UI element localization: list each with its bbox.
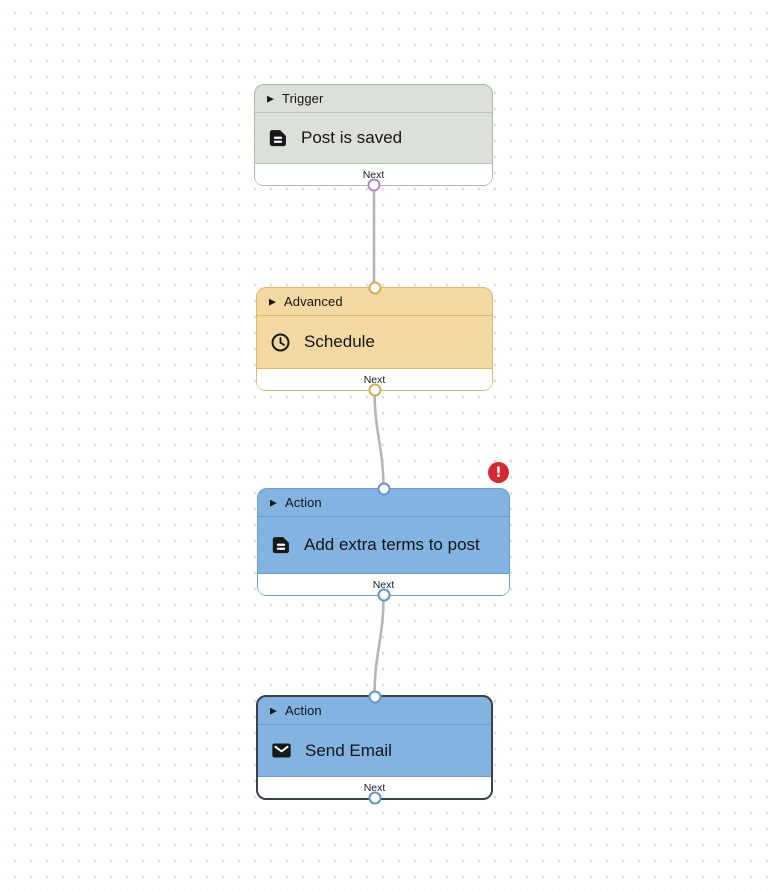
document-icon	[271, 535, 291, 555]
next-port-label: Next	[372, 578, 395, 591]
edge-schedule-to-action1[interactable]	[373, 389, 385, 490]
clock-icon	[270, 332, 291, 353]
next-port-label: Next	[363, 781, 386, 794]
output-port[interactable]	[377, 588, 390, 602]
node-footer: Next	[258, 776, 491, 798]
output-port[interactable]	[368, 791, 381, 805]
node-body[interactable]: Post is saved	[255, 113, 492, 163]
node-category-label: Advanced	[284, 294, 343, 309]
collapse-arrow-icon[interactable]: ▶	[270, 705, 278, 716]
document-icon	[268, 128, 288, 148]
node-header[interactable]: ▶ Action	[258, 697, 491, 725]
node-footer: Next	[257, 368, 492, 390]
node-body[interactable]: Send Email	[258, 725, 491, 776]
node-body[interactable]: Schedule	[257, 316, 492, 368]
node-title: Schedule	[304, 332, 375, 351]
node-action-send-email[interactable]: ▶ Action Send Email Next	[256, 690, 493, 805]
node-trigger-post-is-saved[interactable]: ▶ Trigger Post is saved Next	[254, 84, 493, 192]
node-title: Add extra terms to post	[304, 535, 480, 554]
email-icon	[271, 740, 292, 761]
node-footer: Next	[255, 163, 492, 185]
node-title: Send Email	[305, 740, 392, 760]
node-advanced-schedule[interactable]: ▶ Advanced Schedule Next	[256, 281, 493, 397]
error-badge[interactable]: !	[488, 462, 509, 483]
input-port[interactable]	[368, 690, 381, 704]
node-footer: Next	[258, 573, 509, 595]
node-header[interactable]: ▶ Trigger	[255, 85, 492, 113]
next-port-label: Next	[363, 373, 386, 386]
edge-action1-to-action2[interactable]	[373, 595, 385, 697]
next-port-label: Next	[362, 168, 385, 181]
collapse-arrow-icon[interactable]: ▶	[269, 296, 277, 307]
collapse-arrow-icon[interactable]: ▶	[267, 93, 275, 104]
output-port[interactable]	[368, 383, 381, 397]
input-port[interactable]	[377, 482, 390, 496]
node-category-label: Action	[285, 703, 322, 718]
node-body[interactable]: Add extra terms to post	[258, 517, 509, 573]
node-category-label: Trigger	[282, 91, 324, 106]
output-port[interactable]	[367, 178, 380, 192]
node-action-add-extra-terms[interactable]: ! ▶ Action Add extra terms to post Next	[257, 462, 510, 602]
node-category-label: Action	[285, 495, 322, 510]
input-port[interactable]	[368, 281, 381, 295]
collapse-arrow-icon[interactable]: ▶	[270, 497, 278, 508]
error-exclamation-icon: !	[495, 464, 502, 481]
node-title: Post is saved	[301, 128, 403, 147]
node-header[interactable]: ▶ Action	[258, 489, 509, 517]
node-header[interactable]: ▶ Advanced	[257, 288, 492, 316]
